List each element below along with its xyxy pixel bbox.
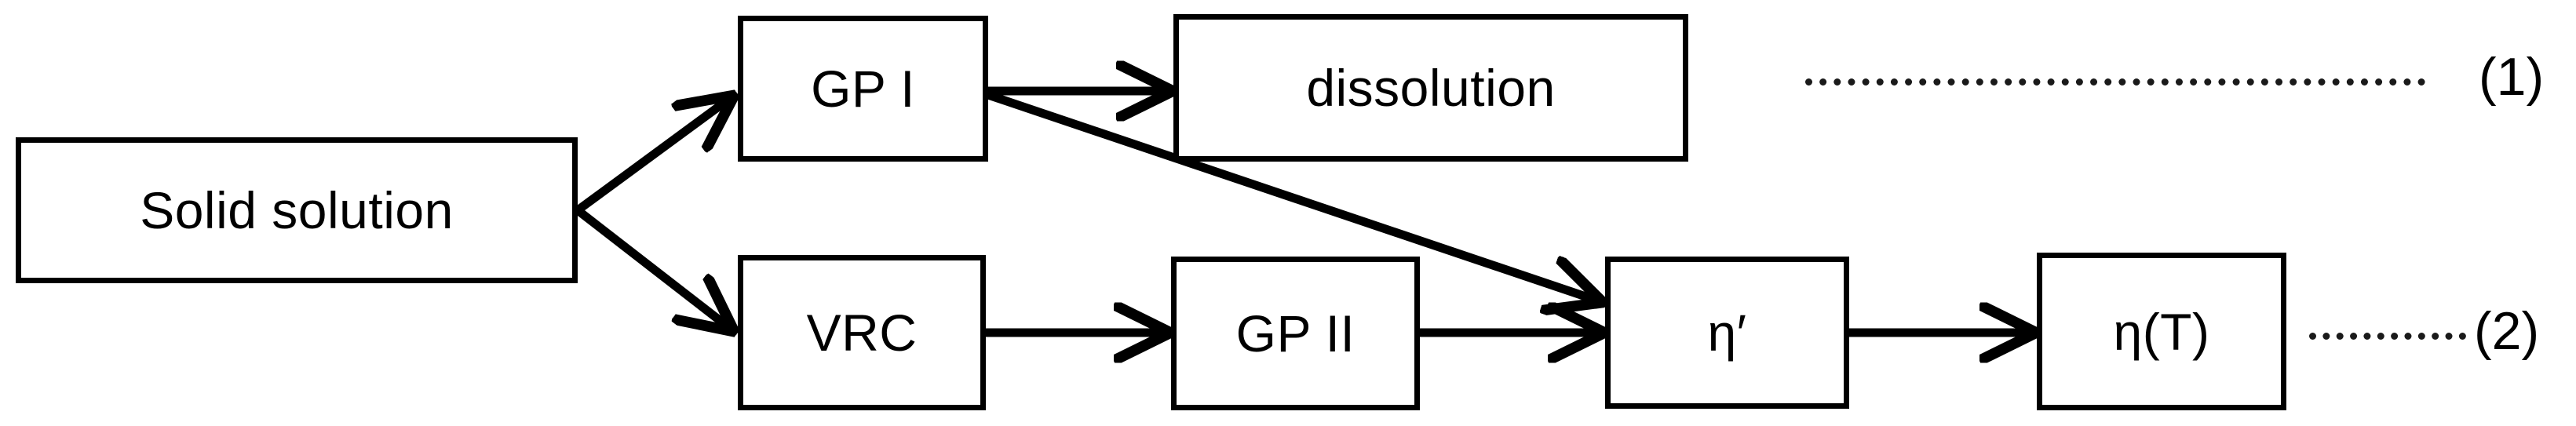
node-eta-prime-label: η′ [1707,304,1747,362]
node-solid-solution[interactable]: Solid solution [16,137,578,283]
node-gp-ii-label: GP II [1235,304,1356,362]
node-gp-ii[interactable]: GP II [1171,257,1420,410]
equation-label-1: (1) [2479,47,2545,107]
node-eta-t-label: η(Τ) [2113,302,2210,361]
edge-solid-to-gpi [575,97,732,214]
node-eta-t[interactable]: η(Τ) [2037,253,2286,410]
node-dissolution-label: dissolution [1306,59,1556,117]
node-eta-prime[interactable]: η′ [1605,257,1849,409]
leader-dots-eq-2 [2309,333,2466,340]
node-vrc[interactable]: VRC [738,255,986,410]
node-vrc-label: VRC [806,304,918,362]
equation-label-2: (2) [2474,301,2540,361]
leader-dots-eq-1 [1805,78,2425,86]
node-dissolution[interactable]: dissolution [1173,14,1688,162]
node-gp-i-label: GP I [811,60,915,118]
edge-gpi-to-eta-prime [984,89,1600,301]
node-solid-solution-label: Solid solution [140,181,454,239]
node-gp-i[interactable]: GP I [738,16,988,162]
edge-solid-to-vrc [575,206,732,330]
